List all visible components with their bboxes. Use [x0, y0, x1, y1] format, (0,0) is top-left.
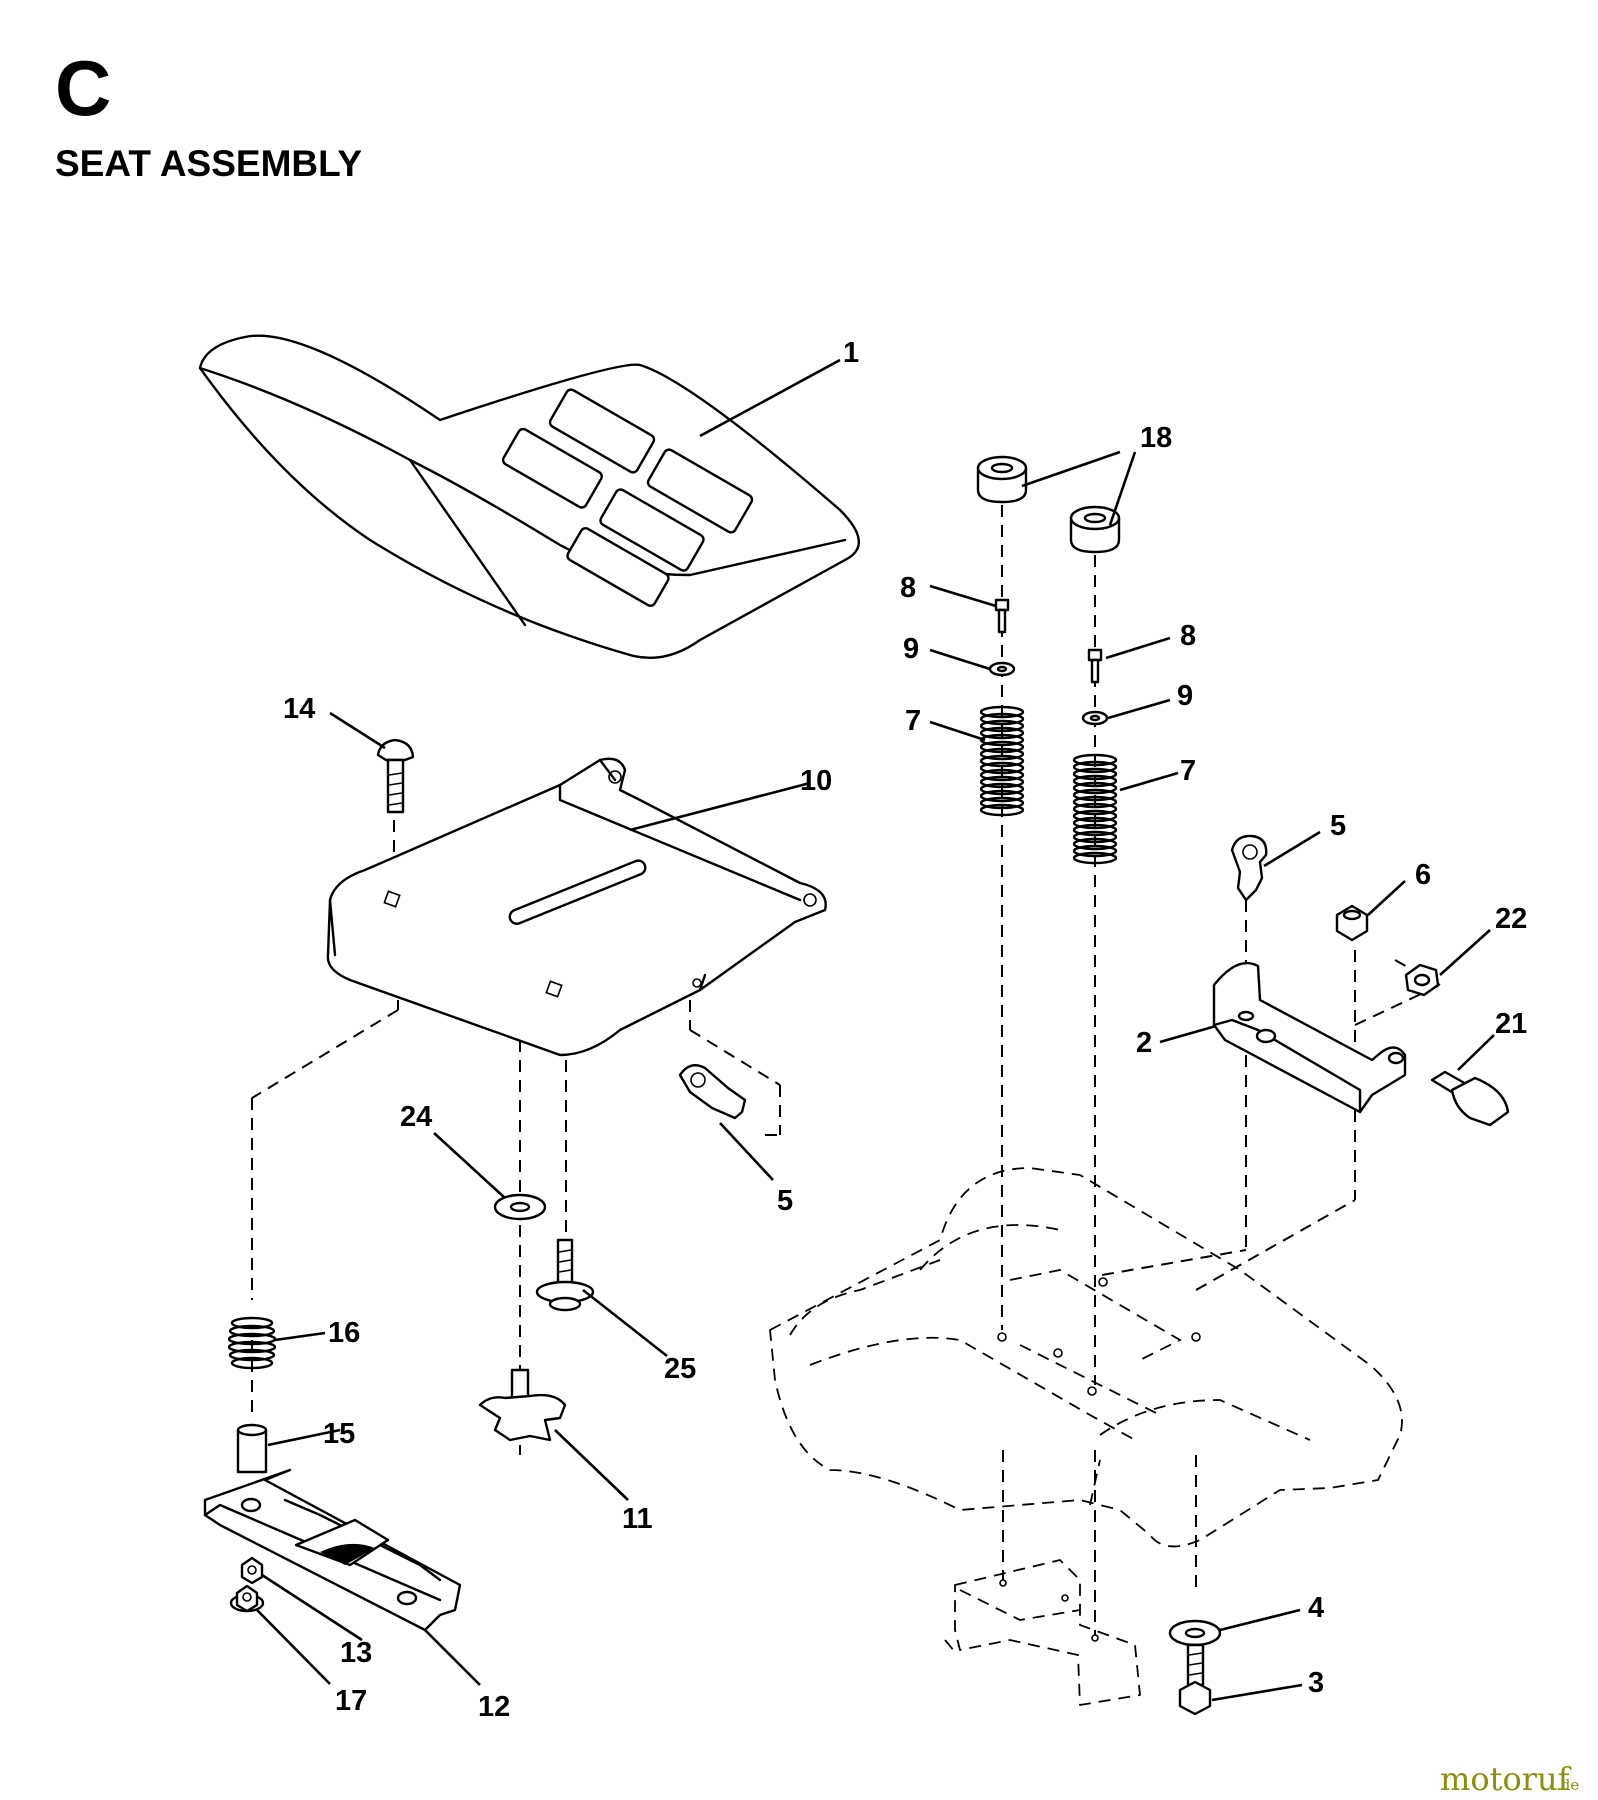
watermark: motoruf .de [1440, 1760, 1579, 1798]
callout-6: 6 [1415, 859, 1431, 891]
callout-12: 12 [478, 1691, 510, 1723]
assembly-lines [251, 505, 1441, 1635]
bumper-part-18-right [1069, 505, 1121, 554]
callout-24: 24 [400, 1101, 432, 1133]
nut-part-22 [1404, 963, 1440, 997]
callout-labels: 1 18 8 8 9 9 7 7 5 6 22 21 2 14 10 5 24 … [283, 337, 1527, 1723]
slide-plate-part-12 [203, 1468, 462, 1632]
clip-part-5-right [1230, 834, 1268, 902]
section-letter: C [55, 44, 111, 132]
callout-17: 17 [335, 1685, 367, 1717]
callout-5-left: 5 [777, 1185, 793, 1217]
callout-7-right: 7 [1180, 755, 1196, 787]
carriage-bolt-part-14 [376, 738, 415, 814]
tractor-frame-outline [769, 1167, 1403, 1706]
seat-part-1 [198, 334, 861, 659]
bolt-part-21 [1430, 1070, 1510, 1127]
clip-part-5-left [678, 1064, 747, 1120]
nut-part-13 [240, 1556, 264, 1585]
seat-pan-part-10 [326, 757, 827, 1057]
callout-22: 22 [1495, 903, 1527, 935]
callout-14: 14 [283, 693, 315, 725]
callout-25: 25 [664, 1353, 696, 1385]
callout-15: 15 [323, 1418, 355, 1450]
callout-9-right: 9 [1177, 680, 1193, 712]
section-title: SEAT ASSEMBLY [55, 143, 362, 184]
callout-2: 2 [1136, 1027, 1152, 1059]
spacer-part-15 [236, 1423, 268, 1474]
flange-nut-part-17 [229, 1584, 265, 1613]
bracket-part-2 [1212, 961, 1407, 1114]
shoulder-bolt-part-25 [535, 1238, 595, 1312]
bolt-part-3 [1178, 1643, 1212, 1716]
callout-11: 11 [622, 1503, 653, 1535]
spring-part-7-left [979, 705, 1025, 817]
washer-part-24 [493, 1193, 547, 1221]
screw-part-8-right [1087, 648, 1103, 684]
watermark-brand: motoruf [1440, 1760, 1572, 1798]
bumper-part-18-left [976, 455, 1028, 504]
nut-part-6 [1335, 904, 1369, 942]
washer-part-4 [1168, 1619, 1222, 1647]
callout-18: 18 [1140, 422, 1172, 454]
callout-8-right: 8 [1180, 620, 1196, 652]
callout-13: 13 [340, 1637, 372, 1669]
callout-10: 10 [800, 765, 832, 797]
washer-part-9-left [988, 661, 1016, 677]
callout-5-right: 5 [1330, 810, 1346, 842]
callout-3: 3 [1308, 1667, 1324, 1699]
callout-21: 21 [1495, 1008, 1527, 1040]
washer-part-9-right [1081, 710, 1109, 726]
leader-lines [256, 358, 1495, 1702]
callout-7-left: 7 [905, 705, 921, 737]
spring-part-16 [227, 1316, 277, 1370]
callout-8-left: 8 [900, 572, 916, 604]
callout-4: 4 [1308, 1592, 1324, 1624]
screw-part-8-left [994, 598, 1010, 634]
watermark-suffix: .de [1556, 1776, 1579, 1794]
callout-16: 16 [328, 1317, 360, 1349]
spring-part-7-right [1072, 753, 1118, 865]
callout-9-left: 9 [903, 633, 919, 665]
knob-part-11 [478, 1368, 567, 1442]
callout-1: 1 [843, 337, 859, 369]
